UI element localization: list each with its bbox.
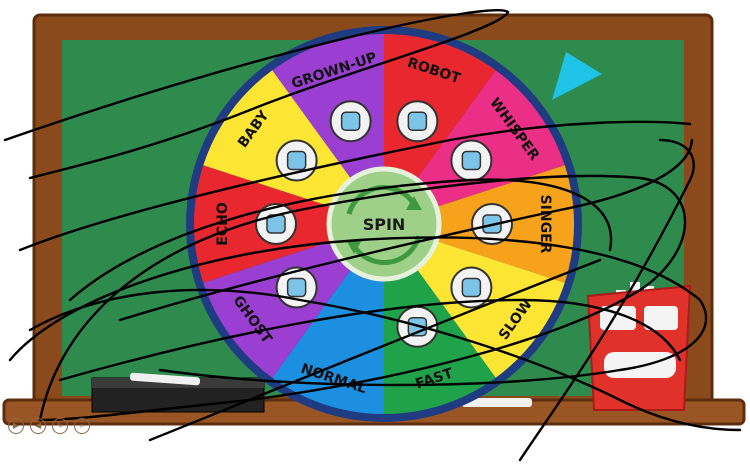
snail-icon: [450, 266, 493, 309]
chalk-stick: [462, 398, 532, 407]
grown-up-couple-icon: [329, 100, 372, 143]
zoom-icon[interactable]: ⌕: [74, 418, 90, 434]
step-back-icon[interactable]: ◀: [30, 418, 46, 434]
chalk-stick: [130, 372, 200, 386]
hand-drawn-scribbles: [3, 9, 742, 462]
play-icon[interactable]: ▶: [8, 418, 24, 434]
whisper-lips-icon: [450, 139, 493, 182]
spin-button[interactable]: SPIN: [326, 166, 442, 282]
pen-icon[interactable]: ✎: [52, 418, 68, 434]
wheel-label-singer: SINGER: [537, 195, 553, 254]
triangle-pointer-icon: [552, 52, 602, 100]
spin-label: SPIN: [363, 215, 406, 234]
player-controls: ▶ ◀ ✎ ⌕: [8, 418, 90, 434]
robot-icon: [396, 100, 439, 143]
wheel-label-echo: ECHO: [215, 202, 231, 246]
